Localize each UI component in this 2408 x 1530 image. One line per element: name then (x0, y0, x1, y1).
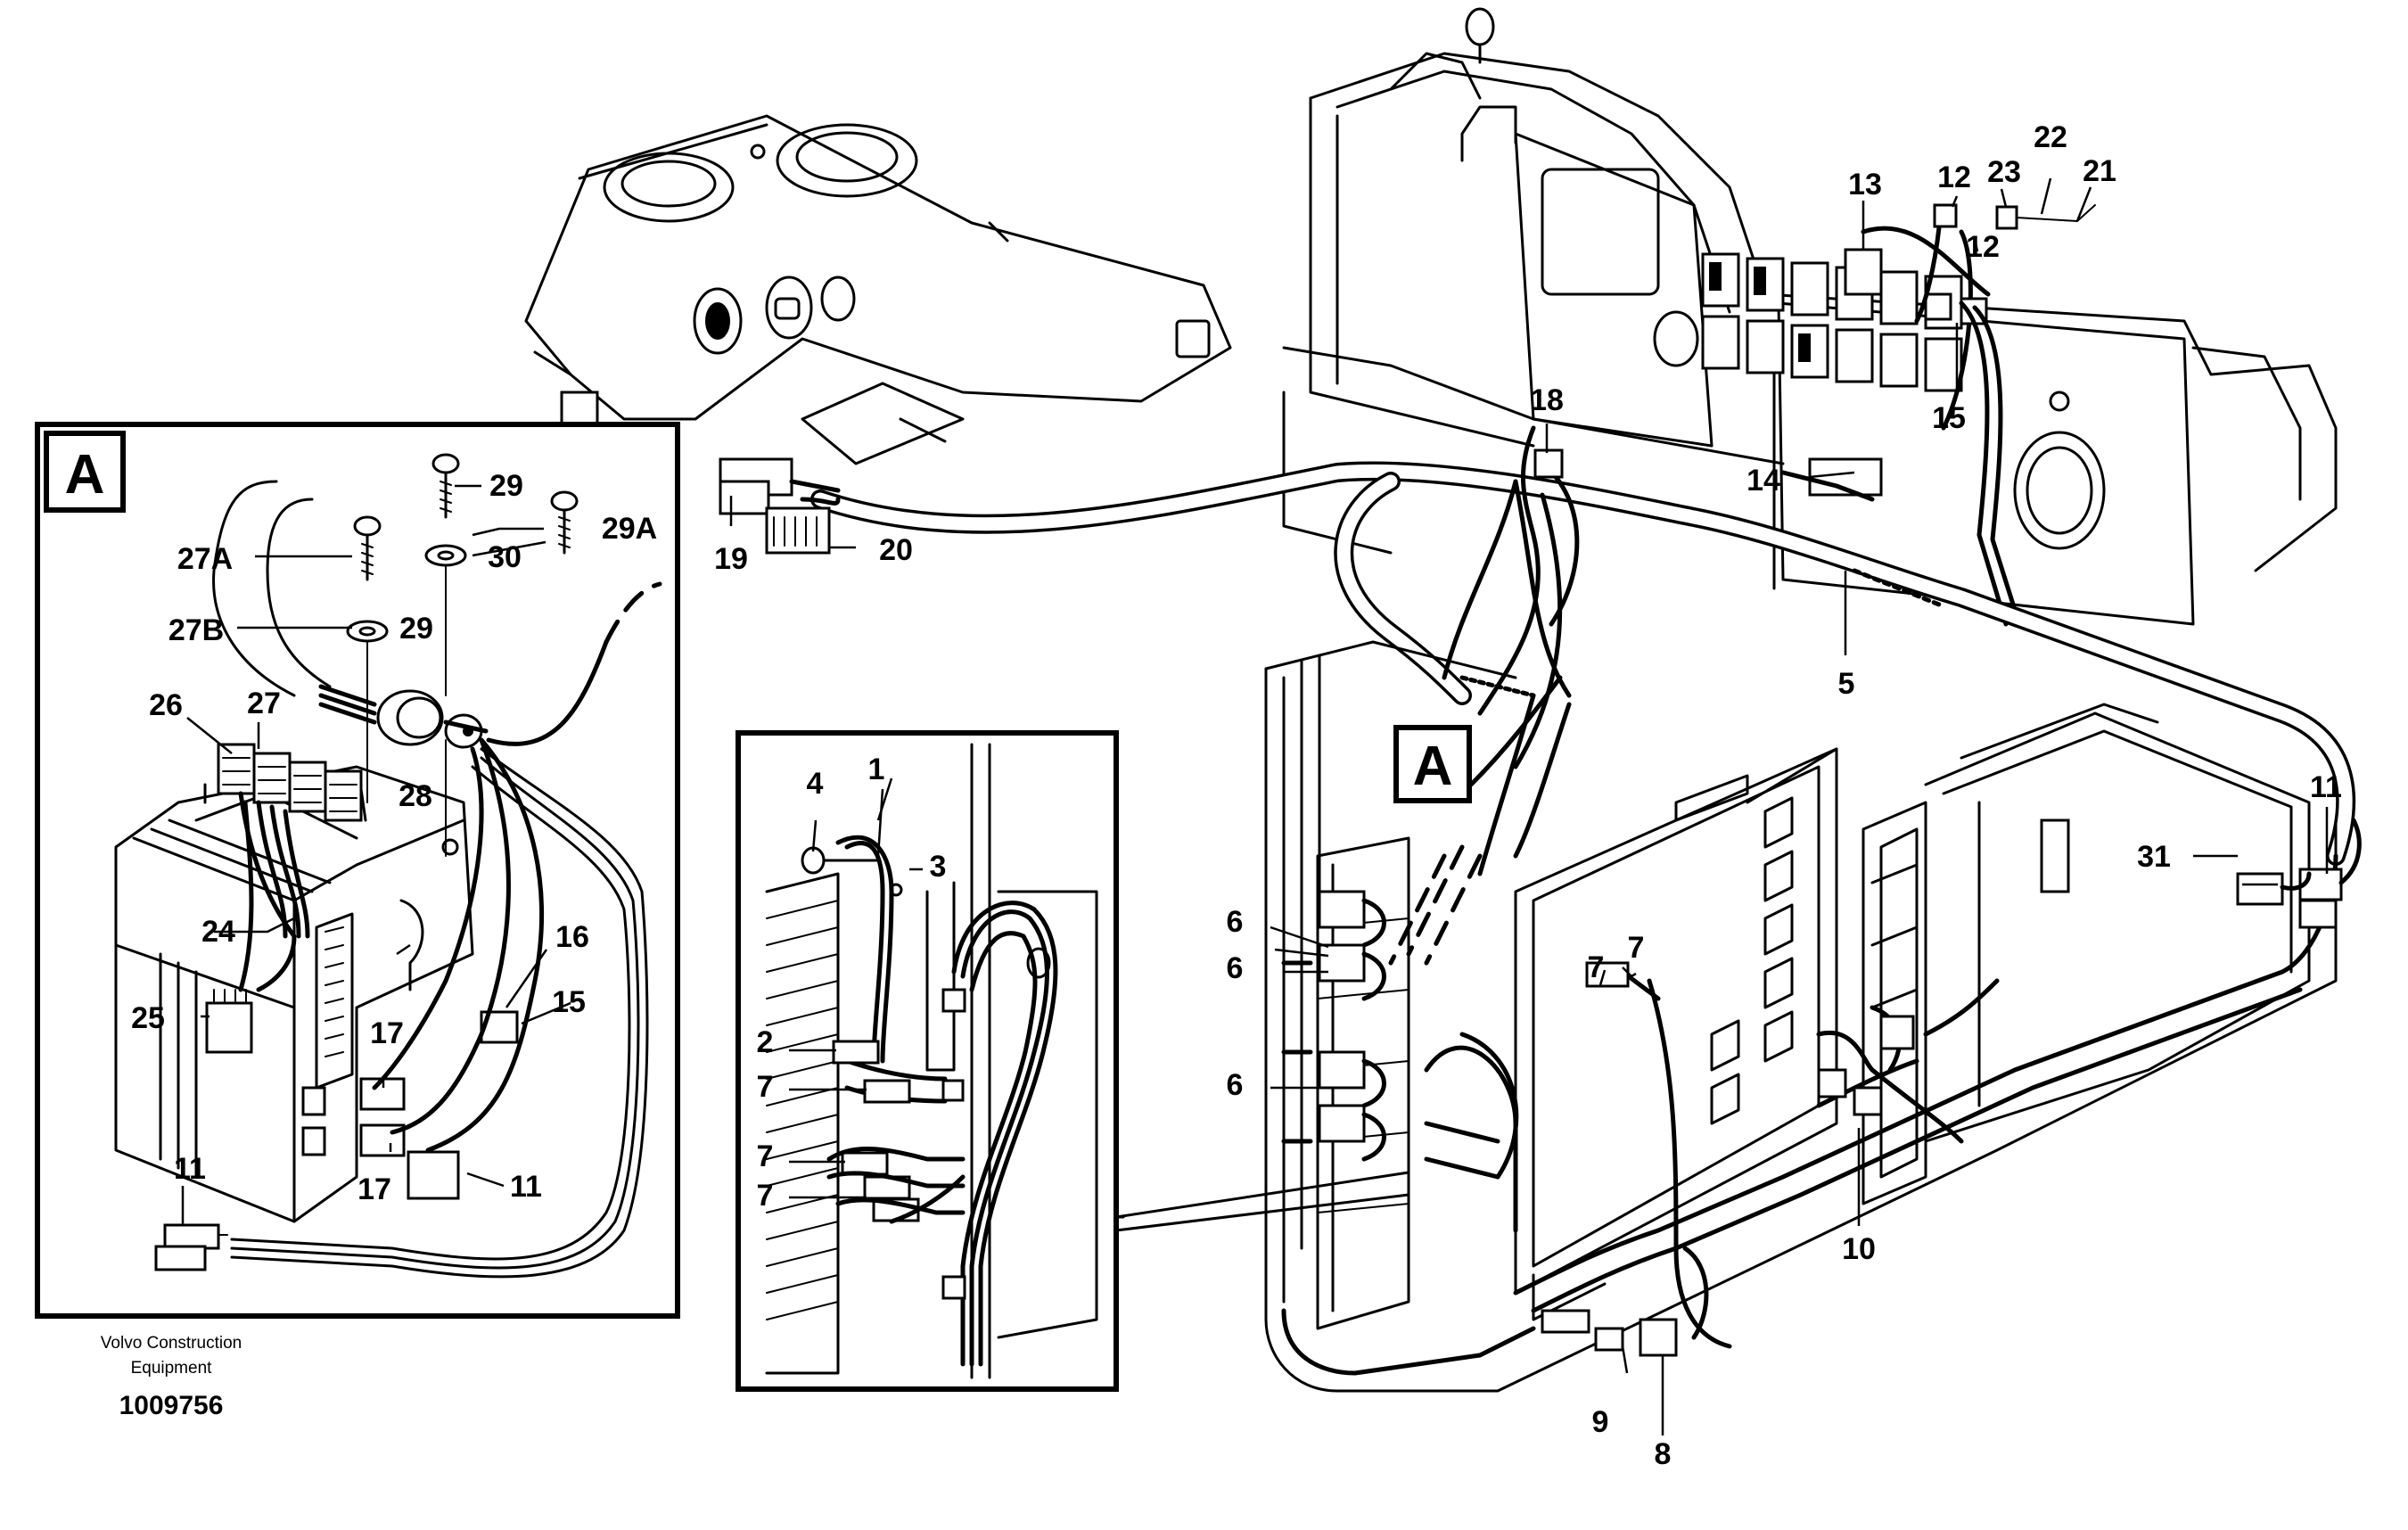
callout-30: 30 (488, 540, 522, 574)
switch-array (1701, 252, 1963, 392)
callout-29-middle: 29 (399, 612, 433, 646)
screws (346, 453, 579, 857)
callout-27: 27 (247, 687, 281, 720)
detail-leader-bottom (1114, 1193, 1410, 1232)
callout-10: 10 (1842, 1232, 1876, 1266)
instrument-panel (1282, 7, 2338, 627)
callout-23: 23 (1987, 155, 2021, 189)
callout-11-inset-right: 11 (510, 1170, 542, 1204)
callout-26: 26 (149, 688, 183, 722)
callout-21: 21 (2083, 154, 2116, 188)
callout-14: 14 (1746, 464, 1780, 498)
callout-12-lower: 12 (1966, 230, 2000, 264)
detail-leader-top (1114, 1171, 1410, 1219)
callout-31: 31 (2137, 840, 2171, 874)
detail-a-label: A (65, 444, 105, 506)
detail-lower-inset (736, 730, 1119, 1392)
callout-6-top: 6 (1227, 905, 1244, 939)
callout-17-lower: 17 (358, 1172, 391, 1206)
callout-11-right: 11 (2310, 770, 2342, 804)
callout-1: 1 (868, 753, 885, 786)
front-dashboard-console (524, 114, 1232, 465)
callout-4: 4 (807, 767, 824, 801)
callout-12-upper: 12 (1937, 160, 1971, 194)
callout-13: 13 (1848, 168, 1882, 202)
callout-22: 22 (2034, 120, 2067, 154)
detail-a-callout-box (1393, 725, 1472, 803)
callout-5: 5 (1838, 667, 1855, 701)
callout-24: 24 (201, 915, 235, 949)
callout-29-top: 29 (489, 469, 523, 503)
callout-17-upper: 17 (370, 1016, 404, 1050)
callout-28: 28 (399, 779, 432, 813)
cab-floor-electrical-boxes (1264, 640, 2362, 1393)
leader-lines (181, 177, 2329, 1435)
callout-3: 3 (930, 850, 947, 884)
box-vent-slots (1710, 796, 1794, 1125)
callout-6-bottom: 6 (1227, 1068, 1244, 1102)
callout-15-panel: 15 (1932, 401, 1966, 435)
harness-from-dashboard (1388, 425, 1580, 966)
callout-27A: 27A (177, 542, 233, 576)
callout-6-middle: 6 (1227, 951, 1244, 985)
callout-8: 8 (1655, 1437, 1672, 1471)
callout-25: 25 (131, 1001, 165, 1035)
callout-7-a: 7 (757, 1070, 774, 1104)
main-cable-run (810, 461, 2356, 876)
callout-labels: 1 2 3 4 5 6 6 6 7 7 7 7 7 8 9 10 11 11 1… (131, 120, 2342, 1471)
callout-15-inset: 15 (552, 985, 586, 1019)
callout-2: 2 (757, 1025, 774, 1059)
detail-a-callout-label: A (1413, 736, 1453, 797)
callout-11-inset-left: 11 (174, 1152, 206, 1186)
drawing-number: 1009756 (119, 1391, 224, 1420)
callout-7-c: 7 (757, 1179, 774, 1213)
callout-7-e: 7 (1628, 931, 1645, 965)
callout-7-d: 7 (1588, 950, 1605, 984)
callout-27B: 27B (168, 613, 224, 647)
callout-9: 9 (1592, 1405, 1609, 1439)
credit-line-1: Volvo Construction (101, 1334, 242, 1353)
callout-16: 16 (555, 920, 589, 954)
detail-a-inset (35, 422, 680, 1319)
callout-19: 19 (714, 542, 748, 576)
relay-block (217, 743, 367, 822)
credit-line-2: Equipment (131, 1359, 213, 1378)
callout-20: 20 (879, 533, 913, 567)
callout-18: 18 (1530, 383, 1564, 417)
callout-7-b: 7 (757, 1139, 774, 1173)
connectors-19-20 (719, 457, 841, 555)
callout-29A: 29A (602, 512, 657, 546)
